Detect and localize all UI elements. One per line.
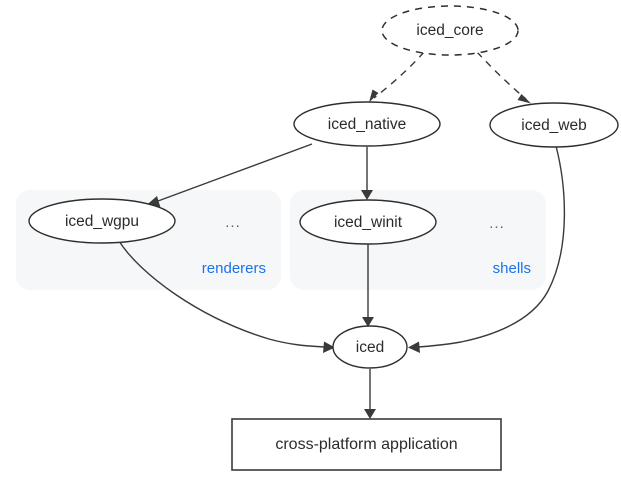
cluster-label-renderers: renderers bbox=[202, 260, 266, 277]
node-iced-core[interactable]: iced_core bbox=[381, 5, 519, 56]
iced-native-label: iced_native bbox=[328, 116, 406, 133]
iced-web-label: iced_web bbox=[521, 117, 587, 134]
shells-ellipsis: ... bbox=[489, 215, 505, 232]
node-iced[interactable]: iced bbox=[332, 325, 408, 369]
node-iced-winit[interactable]: iced_winit bbox=[299, 199, 437, 245]
edge-iced-core-to-iced-native bbox=[369, 51, 425, 103]
renderers-ellipsis: ... bbox=[225, 214, 241, 231]
iced-native-ellipse[interactable] bbox=[293, 101, 441, 147]
iced-ellipse[interactable] bbox=[332, 325, 408, 369]
iced-wgpu-ellipse[interactable] bbox=[28, 198, 176, 244]
node-iced-native[interactable]: iced_native bbox=[293, 101, 441, 147]
edge-iced-native-to-iced-winit bbox=[361, 147, 373, 200]
edge-iced-core-to-iced-web bbox=[476, 51, 531, 104]
cluster-label-shells: shells bbox=[493, 260, 531, 277]
iced-wgpu-label: iced_wgpu bbox=[65, 213, 139, 230]
iced-core-label: iced_core bbox=[416, 22, 483, 39]
node-cross-platform-application[interactable]: cross-platform application bbox=[231, 418, 502, 471]
edge-iced-wgpu-to-iced bbox=[118, 240, 335, 353]
application-box[interactable] bbox=[231, 418, 502, 471]
iced-label: iced bbox=[356, 339, 384, 356]
edge-iced-winit-to-iced bbox=[362, 244, 374, 327]
application-label: cross-platform application bbox=[275, 436, 457, 453]
node-iced-web[interactable]: iced_web bbox=[489, 102, 619, 148]
iced-winit-label: iced_winit bbox=[334, 214, 403, 231]
iced-core-ellipse[interactable] bbox=[381, 5, 519, 56]
edge-iced-to-application bbox=[364, 369, 376, 419]
node-iced-wgpu[interactable]: iced_wgpu bbox=[28, 198, 176, 244]
edge-iced-web-to-iced bbox=[408, 145, 566, 353]
iced-winit-ellipse[interactable] bbox=[299, 199, 437, 245]
iced-web-ellipse[interactable] bbox=[489, 102, 619, 148]
